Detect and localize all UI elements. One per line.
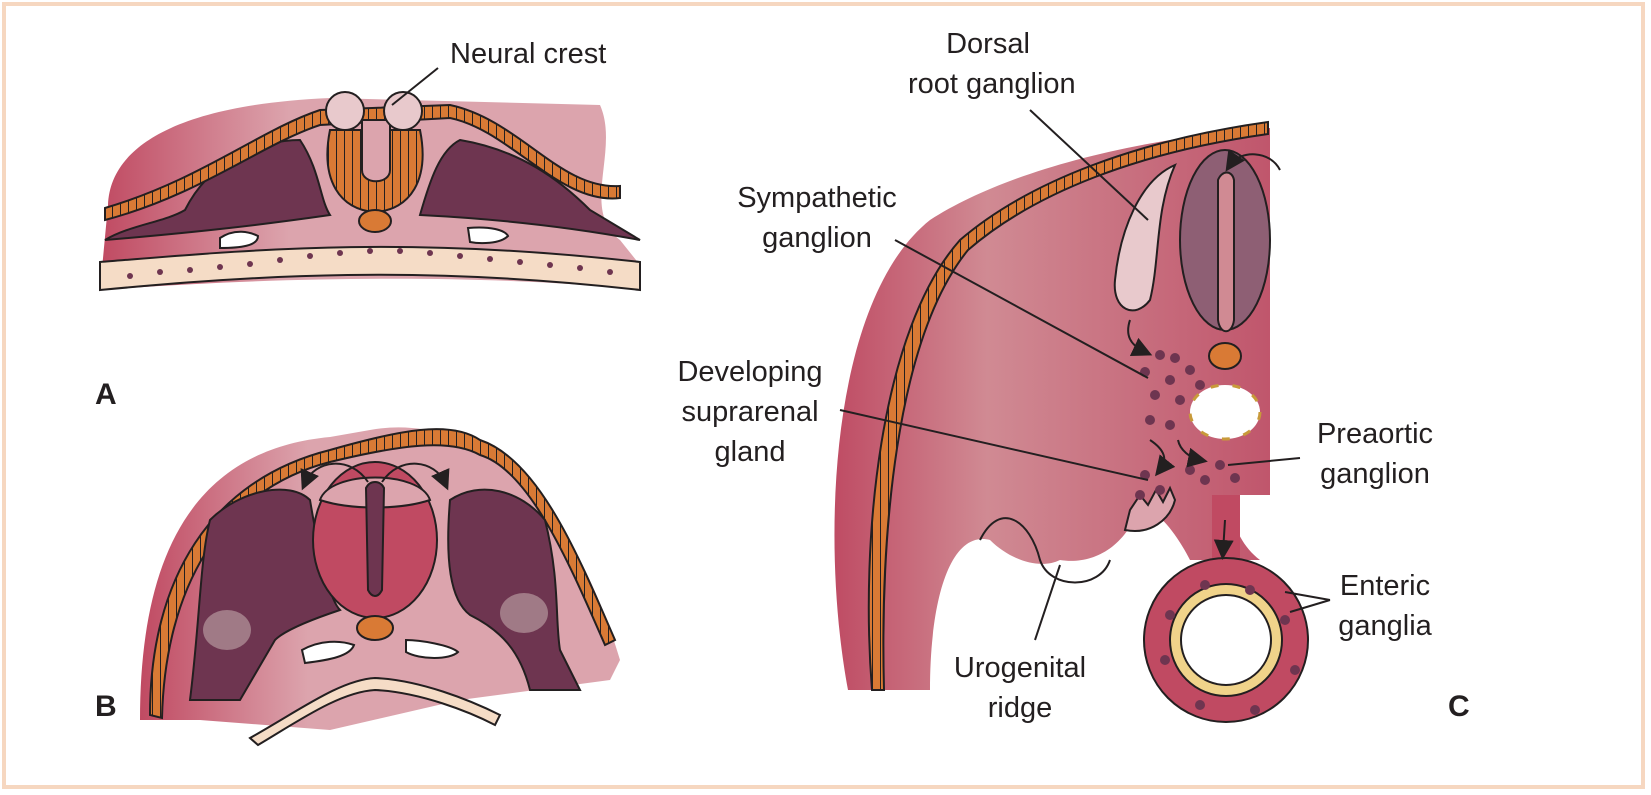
panel-b-ectoderm bbox=[148, 428, 617, 720]
panel-c-arrow-suprarenal bbox=[1149, 439, 1176, 477]
panel-a-notochord bbox=[358, 209, 392, 233]
panel-letter-b: B bbox=[95, 690, 117, 723]
panel-b-endoderm bbox=[248, 676, 502, 747]
panel-a-diagram bbox=[99, 67, 641, 292]
label-suprarenal-line3: gland bbox=[714, 436, 786, 468]
label-enteric-line2: ganglia bbox=[1338, 610, 1432, 642]
drg-leader-line bbox=[1029, 109, 1149, 221]
urogenital-leader-line bbox=[1034, 564, 1061, 641]
panel-c-arrow-preaortic bbox=[1177, 439, 1208, 468]
label-dorsal-root-ganglion-line1: Dorsal bbox=[946, 28, 1030, 60]
neural-crest-leader-line bbox=[391, 67, 439, 106]
panel-b-aorta-left bbox=[300, 640, 356, 665]
panel-c-arrow-top bbox=[1225, 149, 1281, 172]
panel-b-dorsal-root-right bbox=[500, 593, 548, 633]
panel-a-neural-groove bbox=[361, 119, 391, 183]
label-developing-suprarenal-gland: Developing suprarenal gland bbox=[665, 352, 835, 472]
label-enteric-ganglia: Enteric ganglia bbox=[1325, 566, 1445, 646]
suprarenal-leader-line bbox=[839, 409, 1149, 481]
panel-a-endoderm bbox=[99, 245, 641, 292]
panel-b-migration-arrow-left bbox=[300, 462, 369, 491]
label-dorsal-root-ganglion: Dorsal root ganglion bbox=[908, 24, 1076, 104]
panel-c-arrow-drg bbox=[1127, 319, 1153, 356]
label-urogenital-line1: Urogenital bbox=[953, 652, 1087, 684]
panel-letter-c: C bbox=[1448, 690, 1470, 723]
panel-a-somite-right bbox=[418, 138, 641, 241]
panel-b-dorsal-root-left bbox=[203, 610, 251, 650]
panel-c-crest-cells bbox=[1135, 350, 1300, 715]
panel-a-aorta-right bbox=[466, 226, 510, 245]
panel-b-migration-arrow-right bbox=[381, 462, 450, 491]
label-suprarenal-line2: suprarenal bbox=[681, 396, 819, 428]
label-urogenital-line2: ridge bbox=[987, 692, 1053, 724]
enteric-leader-line-1 bbox=[1284, 591, 1331, 601]
panel-b-diagram bbox=[140, 427, 620, 747]
panel-a-aorta-left bbox=[219, 230, 260, 250]
panel-c-gut-lumen bbox=[1180, 594, 1272, 686]
panel-c-diagram bbox=[834, 109, 1331, 723]
preaortic-leader-line bbox=[1227, 457, 1301, 466]
label-dorsal-root-ganglion-line2: root ganglion bbox=[908, 68, 1076, 100]
label-enteric-line1: Enteric bbox=[1339, 570, 1431, 602]
panel-c-aorta bbox=[1188, 383, 1262, 441]
panel-a-neural-crest-left bbox=[325, 91, 365, 131]
panel-a-ectoderm bbox=[104, 103, 621, 222]
panel-b-aorta-right bbox=[405, 638, 460, 659]
label-neural-crest: Neural crest bbox=[450, 38, 607, 70]
label-preaortic-line1: Preaortic bbox=[1316, 418, 1434, 450]
label-sympathetic-ganglion-line2: ganglion bbox=[762, 222, 872, 254]
panel-c-arrow-enteric bbox=[1213, 519, 1234, 560]
panel-letter-a: A bbox=[95, 378, 117, 411]
panel-a-endoderm-cells bbox=[127, 248, 613, 279]
panel-c-ectoderm bbox=[867, 120, 1269, 691]
panel-c-drg bbox=[1113, 163, 1177, 312]
label-sympathetic-ganglion-line1: Sympathetic bbox=[737, 182, 897, 214]
label-preaortic-ganglion: Preaortic ganglion bbox=[1305, 414, 1445, 494]
label-preaortic-line2: ganglion bbox=[1320, 458, 1430, 490]
label-urogenital-ridge: Urogenital ridge bbox=[945, 648, 1095, 728]
panel-c-central-canal bbox=[1217, 171, 1235, 333]
panel-b-notochord bbox=[356, 615, 394, 641]
panel-a-neural-crest-right bbox=[383, 91, 423, 131]
panel-b-somite-right bbox=[447, 488, 582, 691]
panel-b-central-canal bbox=[364, 481, 386, 597]
panel-c-urogenital-ridge bbox=[979, 517, 1111, 584]
sympathetic-leader-line bbox=[894, 239, 1149, 379]
enteric-leader-line-2 bbox=[1289, 599, 1331, 613]
label-suprarenal-line1: Developing bbox=[677, 356, 823, 388]
panel-c-notochord bbox=[1208, 342, 1242, 370]
label-sympathetic-ganglion: Sympathetic ganglion bbox=[722, 178, 912, 258]
